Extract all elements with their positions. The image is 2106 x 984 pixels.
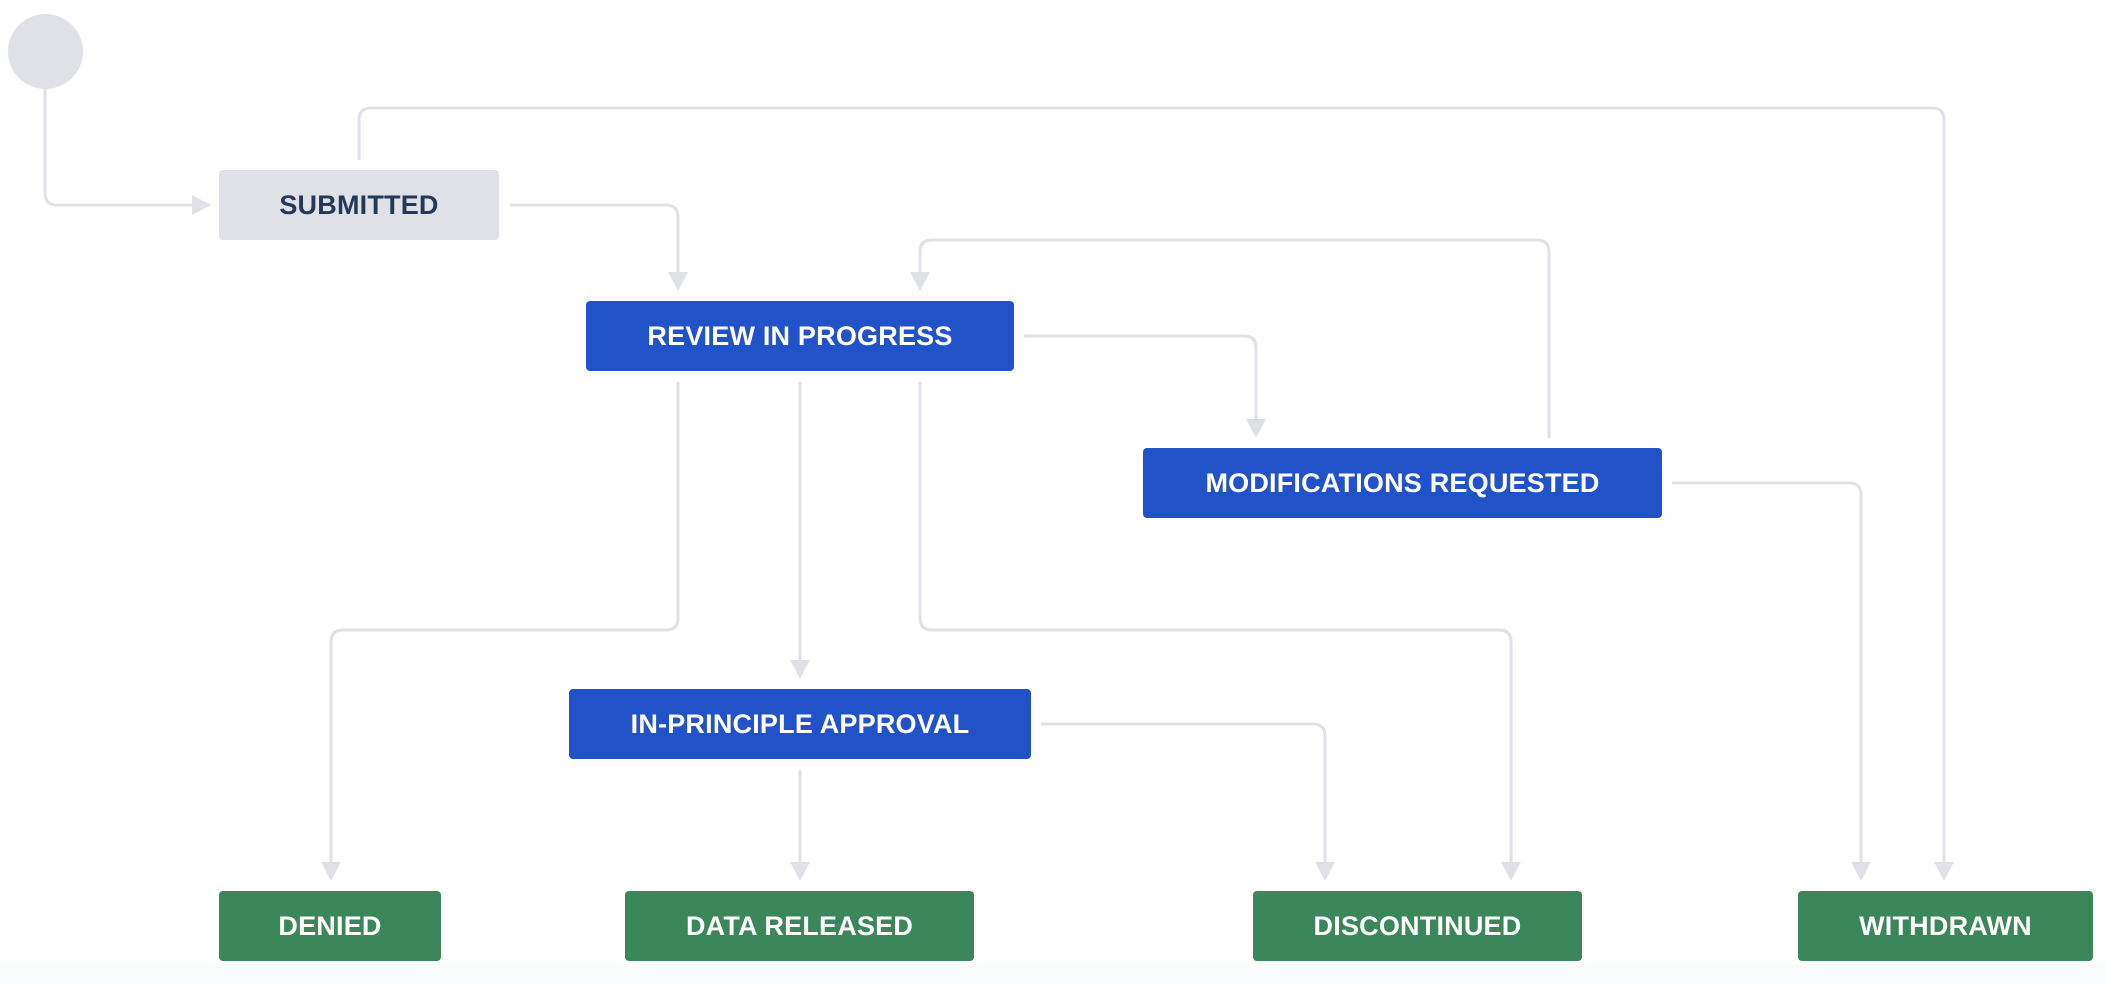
edge-approval-to-discontinued[interactable] <box>1041 722 1327 862</box>
canvas-bottom-band <box>0 964 2106 984</box>
edge-modifications-to-withdrawn[interactable] <box>1672 481 1863 862</box>
status-label: WITHDRAWN <box>1859 910 2032 941</box>
arrow-start-to-submitted <box>192 195 211 215</box>
status-label: DENIED <box>278 910 382 941</box>
arrow-submitted-to-withdrawn <box>1934 862 1954 881</box>
status-label: SUBMITTED <box>279 189 439 220</box>
status-label: REVIEW IN PROGRESS <box>647 320 953 351</box>
arrow-approval-to-released <box>790 862 810 881</box>
edge-submitted-to-review[interactable] <box>510 203 680 272</box>
status-in-principle-approval[interactable]: IN-PRINCIPLE APPROVAL <box>569 689 1031 759</box>
edge-modifications-to-review[interactable] <box>918 238 1551 438</box>
arrow-review-to-denied <box>321 862 341 881</box>
status-label: MODIFICATIONS REQUESTED <box>1205 467 1600 498</box>
edge-submitted-to-withdrawn[interactable] <box>357 106 1946 862</box>
status-modifications-requested[interactable]: MODIFICATIONS REQUESTED <box>1143 448 1662 518</box>
arrow-approval-to-discontinued <box>1315 862 1335 881</box>
status-data-released[interactable]: DATA RELEASED <box>625 891 974 961</box>
arrow-modifications-to-review <box>910 272 930 291</box>
status-discontinued[interactable]: DISCONTINUED <box>1253 891 1582 961</box>
arrow-review-to-discontinued <box>1501 862 1521 881</box>
arrow-review-to-approval <box>790 660 810 679</box>
status-submitted[interactable]: SUBMITTED <box>219 170 499 240</box>
status-label: DATA RELEASED <box>685 910 914 941</box>
edge-review-to-denied[interactable] <box>329 382 680 862</box>
status-withdrawn[interactable]: WITHDRAWN <box>1798 891 2093 961</box>
arrow-submitted-to-review <box>668 272 688 291</box>
edge-review-to-modifications[interactable] <box>1024 334 1258 419</box>
status-denied[interactable]: DENIED <box>219 891 441 961</box>
start-node[interactable] <box>8 14 83 89</box>
status-review-in-progress[interactable]: REVIEW IN PROGRESS <box>586 301 1014 371</box>
arrow-modifications-to-withdrawn <box>1851 862 1871 881</box>
edge-review-to-discontinued[interactable] <box>918 382 1513 862</box>
status-label: IN-PRINCIPLE APPROVAL <box>630 708 970 739</box>
status-label: DISCONTINUED <box>1313 910 1522 941</box>
arrow-review-to-modifications <box>1246 419 1266 438</box>
edge-start-to-submitted[interactable] <box>43 89 192 207</box>
